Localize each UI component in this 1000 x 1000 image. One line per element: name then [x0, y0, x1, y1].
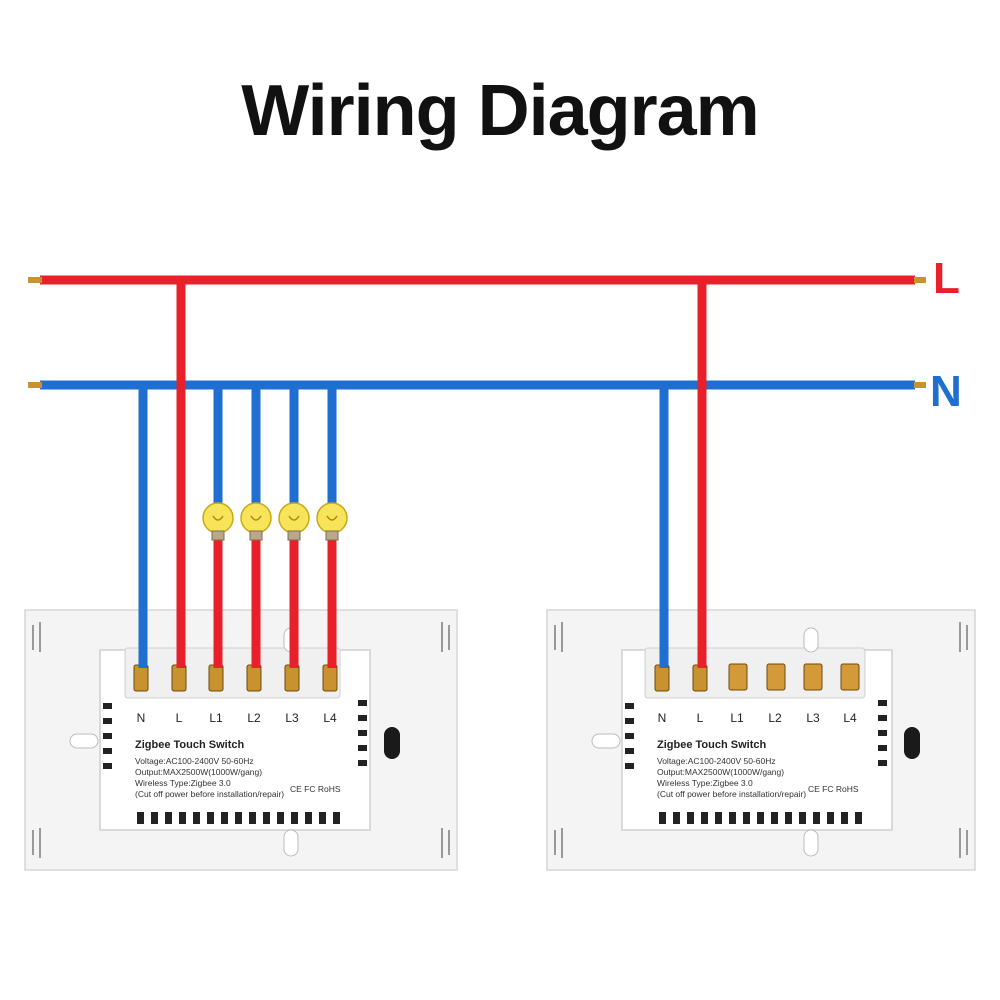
spec-wireless: Wireless Type:Zigbee 3.0	[657, 778, 753, 788]
bulb-icon	[202, 502, 234, 541]
mounting-slot-left	[69, 733, 99, 749]
terminal-label-l1: L1	[209, 711, 223, 725]
mounting-slot-top	[803, 627, 819, 653]
mounting-slot-bottom	[283, 829, 299, 857]
switch-right: N L L1 L2 L3 L4 Zigbee Touch Switch Volt…	[546, 609, 976, 871]
side-vents-left	[625, 703, 634, 769]
spec-wireless: Wireless Type:Zigbee 3.0	[135, 778, 231, 788]
neutral-bus-label: N	[930, 367, 962, 416]
mounting-slot-right	[384, 727, 400, 759]
spec-title: Zigbee Touch Switch	[135, 739, 244, 751]
terminal-label-n: N	[658, 711, 667, 725]
spec-output: Output:MAX2500W(1000W/gang)	[135, 767, 262, 777]
terminal-label-l2: L2	[247, 711, 261, 725]
terminal-labels: N L L1 L2 L3 L4	[137, 711, 337, 725]
diagram-title: Wiring Diagram	[241, 71, 759, 151]
bulb-icon	[316, 502, 348, 541]
bulb-icon	[240, 502, 272, 541]
terminal-label-l3: L3	[285, 711, 299, 725]
corner-clips	[32, 622, 450, 858]
terminal-label-l4: L4	[323, 711, 337, 725]
side-vents-left	[103, 703, 112, 769]
terminal-screws	[133, 664, 338, 692]
side-vents-right	[358, 700, 367, 766]
spec-output: Output:MAX2500W(1000W/gang)	[657, 767, 784, 777]
mounting-slot-left	[591, 733, 621, 749]
spec-label: Zigbee Touch Switch Voltage:AC100-2400V …	[657, 739, 859, 799]
terminal-label-l1: L1	[730, 711, 744, 725]
spec-certs: CE FC RoHS	[290, 784, 341, 794]
bottom-vents	[659, 812, 862, 824]
terminal-label-l: L	[697, 711, 704, 725]
live-bus-label: L	[933, 254, 960, 303]
terminal-block	[644, 647, 866, 699]
terminal-labels: N L L1 L2 L3 L4	[658, 711, 857, 725]
spec-title: Zigbee Touch Switch	[657, 739, 766, 751]
terminal-label-l2: L2	[768, 711, 782, 725]
left-switch-wires	[138, 280, 337, 668]
terminal-label-l3: L3	[806, 711, 820, 725]
spec-voltage: Voltage:AC100-2400V 50-60Hz	[657, 756, 776, 766]
terminal-label-l4: L4	[843, 711, 857, 725]
spec-certs: CE FC RoHS	[808, 784, 859, 794]
terminal-label-n: N	[137, 711, 146, 725]
spec-voltage: Voltage:AC100-2400V 50-60Hz	[135, 756, 254, 766]
corner-clips	[554, 622, 968, 858]
switch-left: N L L1 L2 L3 L4 Zigbee Touch Switch Volt…	[24, 609, 458, 871]
side-vents-right	[878, 700, 887, 766]
terminal-label-l: L	[176, 711, 183, 725]
right-switch-wires	[659, 280, 707, 668]
mounting-slot-right	[904, 727, 920, 759]
spec-label: Zigbee Touch Switch Voltage:AC100-2400V …	[135, 739, 341, 799]
bottom-vents	[137, 812, 340, 824]
spec-caution: (Cut off power before installation/repai…	[657, 789, 806, 799]
light-bulbs	[202, 502, 348, 541]
spec-caution: (Cut off power before installation/repai…	[135, 789, 284, 799]
terminal-screws	[654, 663, 860, 692]
mounting-slot-bottom	[803, 829, 819, 857]
bulb-icon	[278, 502, 310, 541]
terminal-block	[124, 647, 341, 699]
